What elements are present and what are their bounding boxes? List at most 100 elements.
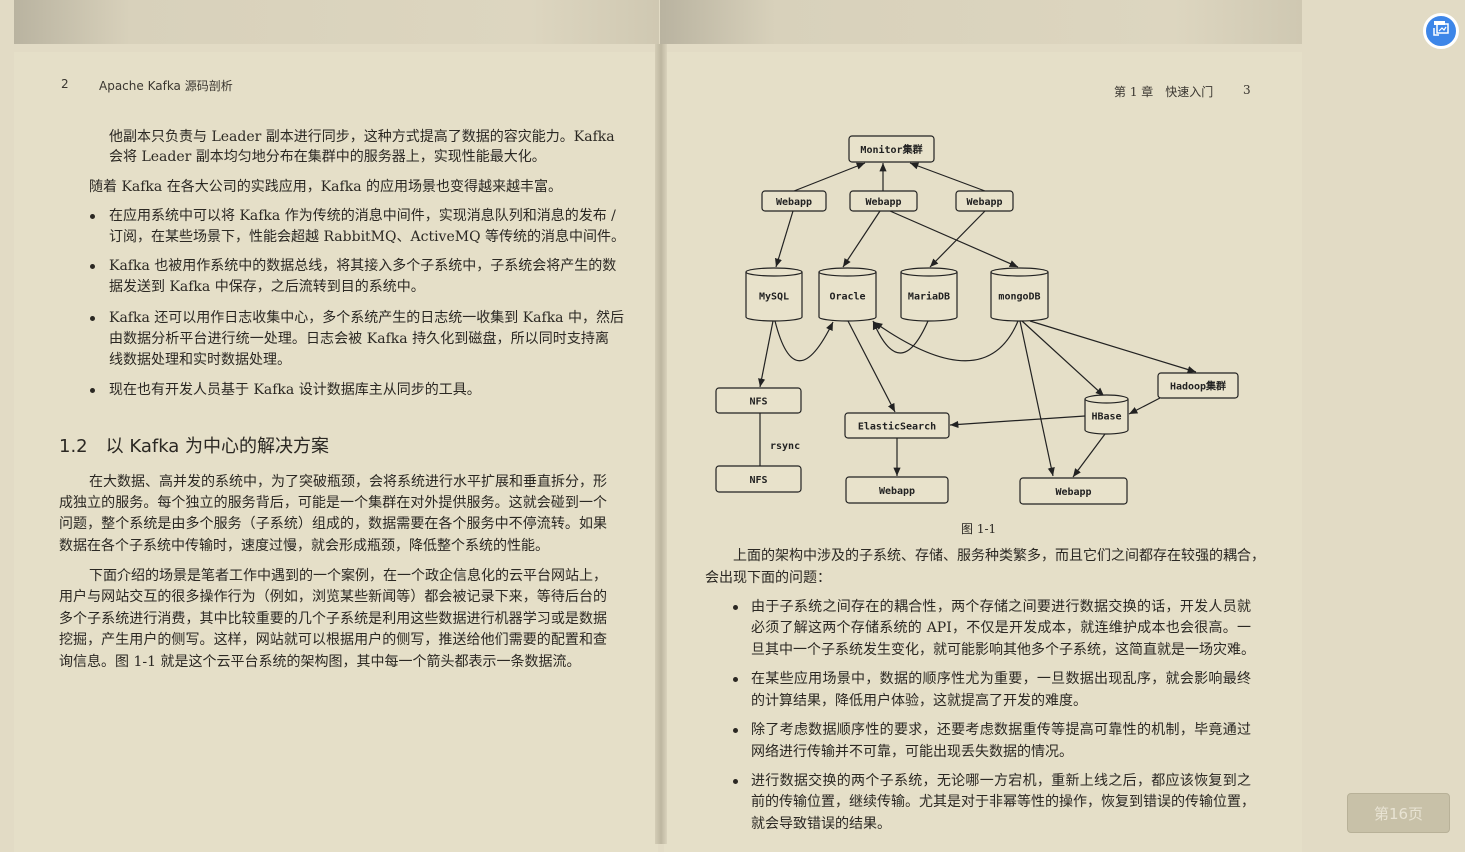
bullet-icon [90, 214, 95, 219]
node-label: Monitor集群 [860, 143, 922, 156]
nfs-node: NFS [715, 387, 802, 414]
text-line: 成独立的服务。每个独立的服务背后，可能是一个集群在对外提供服务。这就会碰到一个 [59, 495, 607, 511]
previous-page-bottom-right [660, 0, 1302, 44]
data-flow-arrow [909, 162, 986, 192]
text-line: 询信息。图 1-1 就是这个云平台系统的架构图，其中每一个箭头都表示一条数据流。 [59, 654, 581, 670]
data-flow-arrow [774, 210, 794, 268]
webapp-node: Webapp [1019, 477, 1128, 505]
text-line: 就会导致错误的结果。 [751, 816, 891, 832]
image-switch-button[interactable] [1423, 13, 1459, 49]
text-line: 必须了解这两个存储系统的 API，不仅是开发成本，就连维护成本也会很高。一 [751, 620, 1251, 636]
node-label: Webapp [1055, 487, 1091, 498]
hadoop-node: Hadoop集群 [1157, 372, 1239, 399]
text-line: 会出现下面的问题： [705, 570, 831, 586]
section-heading: 1.2 以 Kafka 为中心的解决方案 [59, 436, 330, 457]
text-line: Kafka 也被用作系统中的数据总线，将其接入多个子系统中，子系统会将产生的数 [109, 258, 617, 274]
bullet-icon [733, 779, 738, 784]
text-line: 由于子系统之间存在的耦合性，两个存储之间要进行数据交换的话，开发人员就 [751, 599, 1251, 615]
node-label: HBase [1091, 412, 1121, 423]
text-line: 由数据分析平台进行统一处理。日志会被 Kafka 持久化到磁盘，所以同时支持离 [109, 331, 609, 347]
text-line: 除了考虑数据顺序性的要求，还要考虑数据重传等提高可靠性的机制，毕竟通过 [751, 722, 1251, 738]
text-line: 多个子系统进行消费，其中比较重要的几个子系统是利用这些数据进行机器学习或是数据 [59, 611, 607, 627]
webapp-node: Webapp [955, 190, 1014, 212]
left-page [14, 52, 658, 852]
data-flow-arrow [949, 415, 1086, 429]
data-flow-arrow [793, 162, 866, 192]
text-line: 数据在各个子系统中传输时，速度过慢，就会形成瓶颈，降低整个系统的性能。 [59, 538, 549, 554]
text-line: 在大数据、高并发的系统中，为了突破瓶颈，会将系统进行水平扩展和垂直拆分，形 [89, 474, 607, 490]
image-switch-icon [1433, 21, 1449, 36]
text-line: 随着 Kafka 在各大公司的实践应用，Kafka 的应用场景也变得越来越丰富。 [89, 179, 562, 195]
data-flow-arrow [1072, 433, 1106, 478]
figure-caption: 图 1-1 [961, 522, 997, 536]
node-label: ElasticSearch [858, 421, 936, 433]
data-flow-arrow [1021, 320, 1105, 397]
webapp-node: Webapp [845, 476, 949, 504]
text-line: 挖掘，产生用户的侧写。这样，网站就可以根据用户的侧写，推送给他们需要的配置和查 [59, 632, 607, 648]
data-flow-arrow [774, 320, 834, 362]
text-line: 在应用系统中可以将 Kafka 作为传统的消息中间件，实现消息队列和消息的发布 … [109, 208, 616, 224]
bullet-icon [733, 605, 738, 610]
data-flow-arrow [872, 320, 929, 354]
node-label: MariaDB [908, 291, 950, 303]
right-running-head: 第 1 章 快速入门 [1114, 85, 1214, 99]
text-line: 进行数据交换的两个子系统，无论哪一方宕机，重新上线之后，都应该恢复到之 [751, 773, 1251, 789]
text-line: 用户与网站交互的很多操作行为（例如，浏览某些新闻等）都会被记录下来，等待后台的 [59, 589, 607, 605]
data-flow-arrow [847, 320, 896, 413]
node-label: NFS [749, 475, 767, 486]
text-line: 订阅，在某些场景下，性能会超越 RabbitMQ、ActiveMQ 等传统的消息… [109, 229, 626, 245]
data-flow-arrow [1128, 397, 1161, 415]
data-flow-arrow [889, 210, 1019, 268]
text-line: 线数据处理和实时数据处理。 [109, 352, 291, 368]
data-flow-arrow [1029, 320, 1197, 373]
node-label: Hadoop集群 [1170, 380, 1226, 393]
hbase-node: HBase [1084, 394, 1129, 435]
rsync-label: rsync [770, 441, 800, 452]
text-line: 现在也有开发人员基于 Kafka 设计数据库主从同步的工具。 [109, 382, 481, 398]
text-line: 会将 Leader 副本均匀地分布在集群中的服务器上，实现性能最大化。 [109, 149, 546, 165]
text-line: 网络进行传输并不可靠，可能出现丢失数据的情况。 [751, 744, 1073, 760]
data-flow-arrow [842, 210, 881, 268]
text-line: 他副本只负责与 Leader 副本进行同步，这种方式提高了数据的容灾能力。Kaf… [109, 129, 615, 145]
node-label: Oracle [829, 292, 865, 303]
webapp-node: Webapp [849, 190, 918, 212]
bullet-icon [90, 264, 95, 269]
text-line: 据发送到 Kafka 中保存，之后流转到目的系统中。 [109, 279, 425, 295]
page-indicator-button[interactable]: 第16页 [1347, 793, 1450, 833]
data-flow-arrow [758, 320, 774, 388]
data-flow-arrow [1019, 320, 1055, 477]
node-label: Webapp [966, 197, 1002, 208]
monitor-node: Monitor集群 [848, 135, 935, 163]
text-line: 下面介绍的场景是笔者工作中遇到的一个案例，在一个政企信息化的云平台网站上， [89, 568, 607, 584]
text-line: 旦其中一个子系统发生变化，就可能影响其他多个子系统，这简直就是一场灾难。 [751, 642, 1255, 658]
previous-page-bottom-left [14, 0, 659, 44]
oracle-node: Oracle [818, 267, 877, 322]
text-line: Kafka 还可以用作日志收集中心，多个系统产生的日志统一收集到 Kafka 中… [109, 310, 624, 326]
text-line: 在某些应用场景中，数据的顺序性尤为重要，一旦数据出现乱序，就会影响最终 [751, 671, 1251, 687]
text-line: 前的传输位置，继续传输。尤其是对于非幂等性的操作，恢复到错误的传输位置， [751, 794, 1255, 810]
mariadb-node: MariaDB [900, 267, 958, 322]
text-line: 的计算结果，降低用户体验，这就提高了开发的难度。 [751, 693, 1087, 709]
left-page-number: 2 [61, 77, 69, 91]
node-label: MySQL [759, 292, 789, 303]
text-line: 上面的架构中涉及的子系统、存储、服务种类繁多，而且它们之间都存在较强的耦合， [733, 548, 1265, 564]
text-line: 问题，整个系统是由多个服务（子系统）组成的，数据需要在各个服务中不停流转。如果 [59, 516, 607, 532]
node-label: Webapp [879, 486, 915, 497]
book-gutter [655, 44, 667, 844]
webapp-node: Webapp [761, 190, 827, 212]
mongodb-node: mongoDB [990, 267, 1049, 322]
bullet-icon [733, 728, 738, 733]
node-label: Webapp [776, 197, 812, 208]
bullet-icon [733, 677, 738, 682]
left-running-head: Apache Kafka 源码剖析 [99, 79, 233, 93]
bullet-icon [90, 316, 95, 321]
bullet-icon [90, 388, 95, 393]
elasticsearch-node: ElasticSearch [844, 412, 950, 439]
mysql-node: MySQL [745, 267, 803, 322]
data-flow-arrow [929, 210, 986, 268]
node-label: mongoDB [998, 292, 1040, 303]
node-label: NFS [749, 397, 767, 408]
node-label: Webapp [865, 197, 901, 208]
right-page-number: 3 [1243, 83, 1251, 97]
